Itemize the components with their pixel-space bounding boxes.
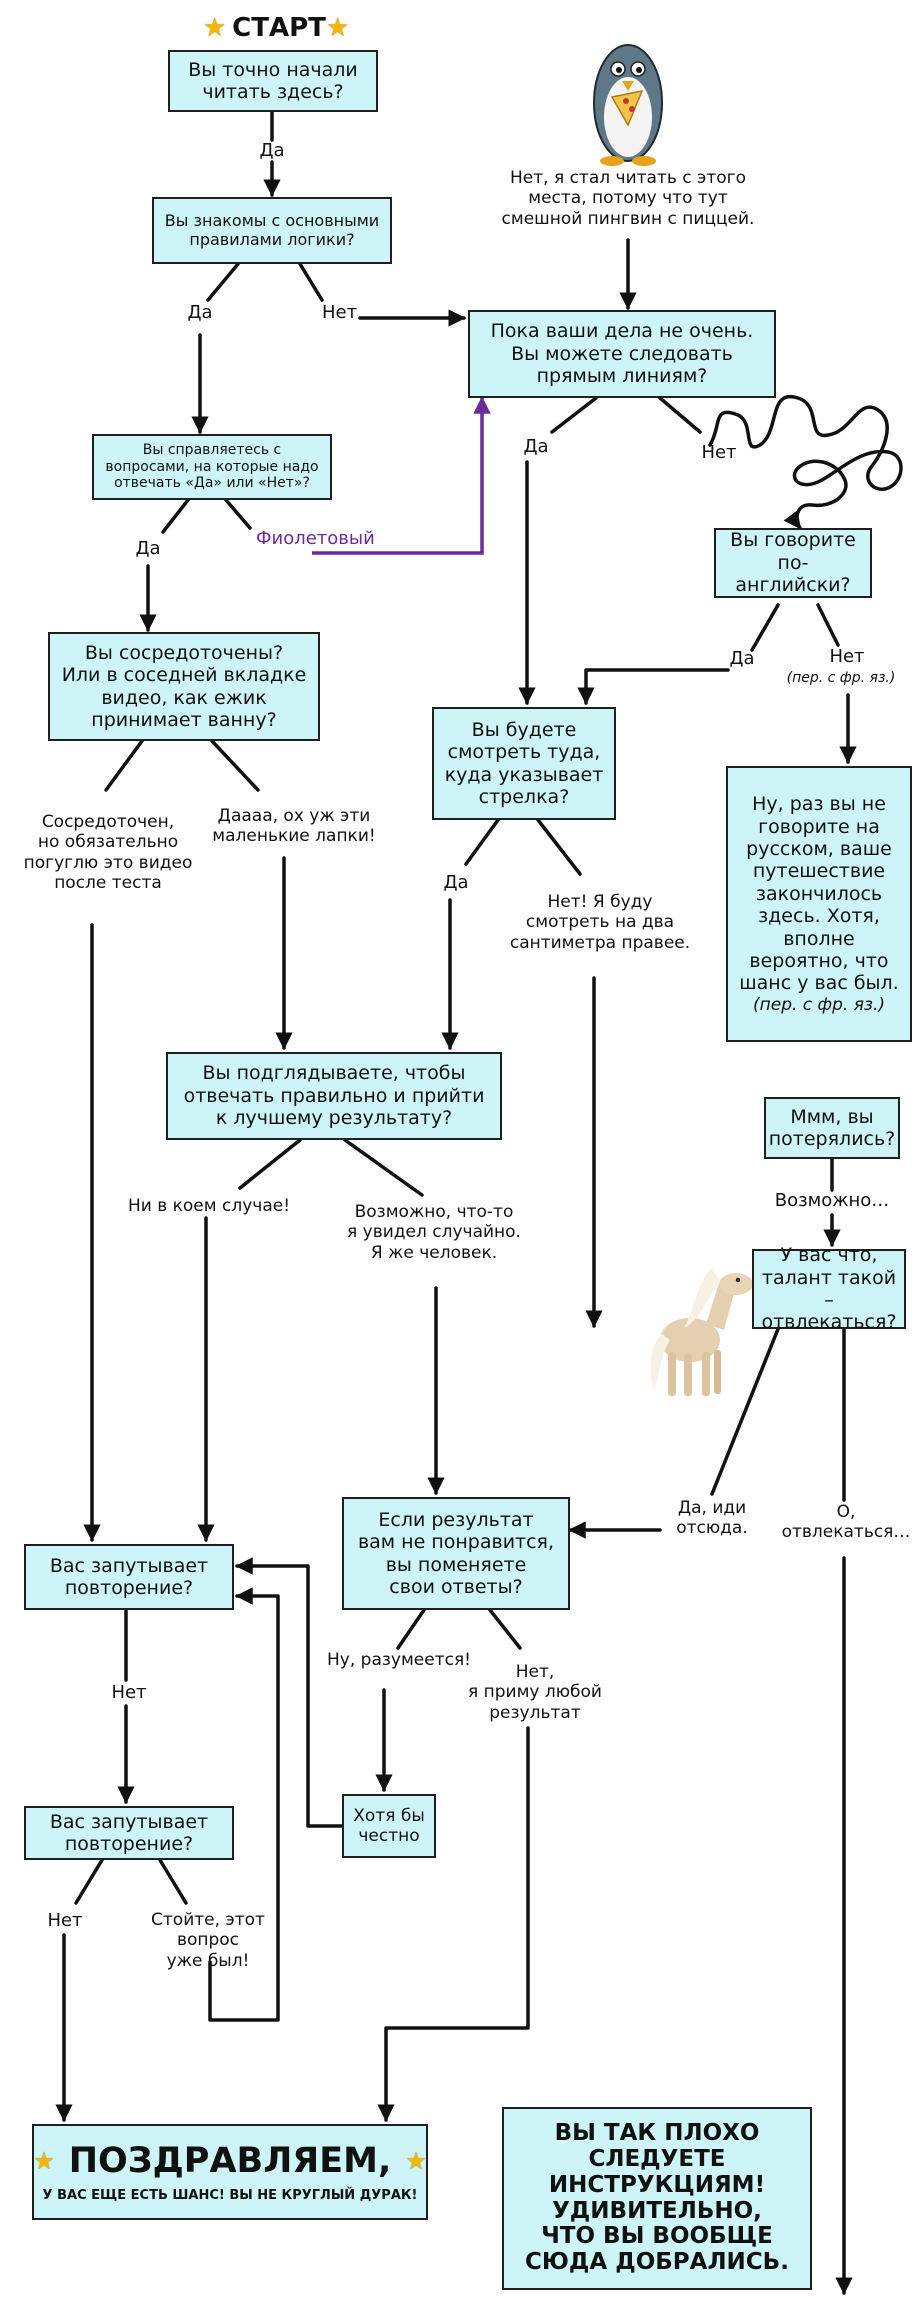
label-paws: Даааа, ох уж эти маленькие лапки! [212, 806, 376, 847]
question-follow-arrow: Вы будете смотреть туда, куда указывает … [432, 707, 616, 820]
label-yes: Да [443, 872, 469, 893]
label-maybe: Возможно… [774, 1190, 890, 1211]
penguin-caption: Нет, я стал читать с этого места, потому… [501, 168, 755, 229]
question-yes-no: Вы справляетесь с вопросами, на которые … [92, 434, 332, 500]
question-straight-lines: Пока ваши дела не очень. Вы можете следо… [468, 310, 776, 398]
label-focused: Сосредоточен, но обязательно погуглю это… [23, 812, 193, 894]
label-yes: Да [187, 302, 213, 323]
label-no: Нет [701, 442, 737, 463]
label-question-was: Стойте, этот вопрос уже был! [151, 1910, 265, 1971]
label-translation-note: (пер. с фр. яз.) [786, 670, 896, 686]
question-peeking: Вы подглядываете, чтобы отвечать правиль… [166, 1052, 502, 1140]
label-accept-any: Нет, я приму любой результат [468, 1662, 602, 1723]
question-start-here: Вы точно начали читать здесь? [168, 50, 378, 112]
label-no: Нет [829, 646, 865, 667]
label-never: Ни в коем случае! [127, 1196, 291, 1216]
star-icon: ★ [203, 13, 227, 43]
label-no: Нет [47, 1910, 83, 1931]
label-yes: Да [259, 140, 285, 161]
label-saw-accidentally: Возможно, что-то я увидел случайно. Я же… [347, 1202, 521, 1263]
penguin-with-pizza [593, 44, 663, 166]
start-title: СТАРТ [232, 13, 326, 43]
question-lost: Ммм, вы потерялись? [764, 1097, 900, 1159]
label-purple: Фиолетовый [256, 528, 375, 549]
label-look-right: Нет! Я буду смотреть на два сантиметра п… [509, 892, 691, 953]
label-get-distracted: О, отвлекаться… [781, 1502, 911, 1543]
result-bad-at-instructions: ВЫ ТАК ПЛОХО СЛЕДУЕТЕ ИНСТРУКЦИЯМ! УДИВИ… [502, 2107, 812, 2290]
star-icon: ★ [326, 13, 350, 43]
question-english: Вы говорите по-английски? [714, 528, 872, 598]
question-distracted: У вас что, талант такой – отвлекаться? [752, 1244, 906, 1333]
question-repetition-again: Вас запутывает повторение? [24, 1806, 234, 1860]
label-yes: Да [523, 436, 549, 457]
question-repetition: Вас запутывает повторение? [24, 1544, 234, 1610]
label-no: Нет [111, 1682, 147, 1703]
label-yes: Да [135, 538, 161, 559]
result-no-russian: Ну, раз вы не говорите на русском, ваше … [726, 766, 912, 1042]
label-of-course: Ну, разумеется! [327, 1650, 471, 1670]
result-congratulations: ★ ПОЗДРАВЛЯЕМ, ★ У ВАС ЕЩЕ ЕСТЬ ШАНС! ВЫ… [32, 2124, 428, 2220]
star-icon: ★ [405, 2147, 427, 2176]
result-at-least-honest: Хотя бы честно [342, 1794, 436, 1858]
label-yes: Да [729, 648, 755, 669]
star-icon: ★ [33, 2147, 55, 2176]
label-go-away: Да, иди отсюда. [676, 1498, 748, 1539]
label-no: Нет [322, 302, 358, 323]
question-change-answers: Если результат вам не понравится, вы пом… [342, 1497, 570, 1610]
pony-illustration [650, 1268, 753, 1396]
question-focused: Вы сосредоточены? Или в соседней вкладке… [48, 632, 320, 741]
question-logic-rules: Вы знакомы с основными правилами логики? [152, 197, 392, 264]
